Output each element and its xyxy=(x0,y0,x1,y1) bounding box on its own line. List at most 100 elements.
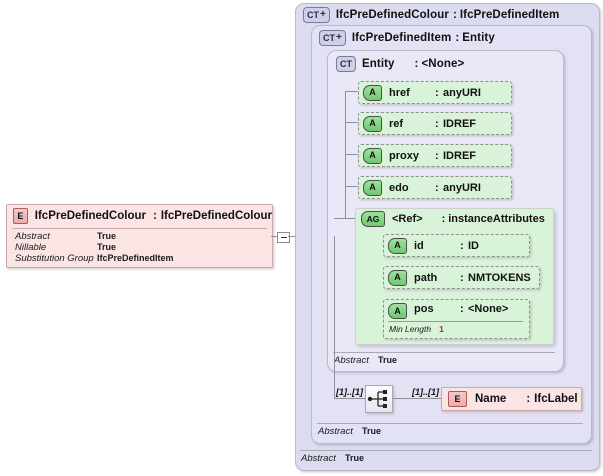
plus-icon: + xyxy=(336,32,342,43)
complextype-icon-label: CT xyxy=(340,58,352,69)
left-element-separator: : xyxy=(152,210,157,222)
facet-row: Min Length 1 xyxy=(389,324,444,334)
attribute-name: href xyxy=(389,86,410,99)
attribute-type: IDREF xyxy=(443,117,476,130)
child-element-type: IfcLabel xyxy=(534,393,578,405)
child-element-name: Name xyxy=(475,393,507,405)
property-value: True xyxy=(97,231,117,241)
element-icon: E xyxy=(448,391,467,407)
attribute-type: IDREF xyxy=(443,149,476,162)
panel-middle-footer-separator xyxy=(317,423,583,424)
left-element-property-row: Abstract True xyxy=(15,231,116,242)
attribute-box-path[interactable]: A path : NMTOKENS xyxy=(383,266,540,289)
complextype-icon[interactable]: CT xyxy=(336,56,356,72)
child-element-box[interactable]: E Name : IfcLabel xyxy=(441,387,582,411)
footer-value: True xyxy=(345,453,365,463)
attribute-group-header: AG <Ref> : instanceAttributes xyxy=(361,211,545,227)
footer-value: True xyxy=(362,426,382,436)
attribute-type: <None> xyxy=(468,303,509,315)
attribute-group-type: instanceAttributes xyxy=(448,213,545,225)
attribute-icon: A xyxy=(388,269,407,286)
panel-outer-name: IfcPreDefinedColour xyxy=(335,9,449,21)
panel-outer-footer: Abstract True xyxy=(301,453,364,464)
facet-value: 1 xyxy=(439,324,444,334)
panel-inner-footer-separator xyxy=(333,352,555,353)
tree-branch-ref xyxy=(345,122,358,123)
attribute-box-proxy[interactable]: A proxy : IDREF xyxy=(358,144,512,167)
attribute-name: proxy xyxy=(389,149,419,162)
attribute-group-name: <Ref> xyxy=(392,213,423,225)
attribute-separator: : xyxy=(435,117,439,130)
attribute-name: edo xyxy=(389,181,409,194)
sequence-compositor-icon[interactable] xyxy=(365,385,393,413)
complextype-icon-label: CT xyxy=(307,9,319,20)
attribute-icon: A xyxy=(363,179,382,196)
footer-value: True xyxy=(378,355,398,365)
attribute-separator: : xyxy=(435,149,439,162)
attribute-name: pos xyxy=(414,303,434,315)
facet-separator xyxy=(388,321,523,322)
attribute-name: id xyxy=(414,239,424,252)
element-icon: E xyxy=(13,208,28,224)
attribute-type: NMTOKENS xyxy=(468,271,531,284)
attribute-separator: : xyxy=(435,86,439,99)
connector-line-left xyxy=(271,236,278,237)
footer-key: Abstract xyxy=(318,426,353,437)
footer-key: Abstract xyxy=(334,355,369,366)
attribute-icon: A xyxy=(388,237,407,254)
attribute-icon: A xyxy=(363,115,382,132)
sequence-icon-glyph xyxy=(367,390,387,408)
property-key: Nillable xyxy=(15,242,47,253)
panel-middle-type: Entity xyxy=(462,32,495,44)
attribute-icon: A xyxy=(363,147,382,164)
left-element-box[interactable]: E IfcPreDefinedColour : IfcPreDefinedCol… xyxy=(6,204,273,268)
panel-outer-type: IfcPreDefinedItem xyxy=(459,9,560,21)
attribute-separator: : xyxy=(460,239,464,252)
panel-middle-header: CT+ IfcPreDefinedItem : Entity xyxy=(319,30,495,46)
plus-icon: + xyxy=(320,9,326,20)
attribute-group-icon: AG xyxy=(361,211,385,227)
tree-trunk-outer xyxy=(334,236,335,398)
property-value: IfcPreDefinedItem xyxy=(97,253,174,263)
panel-outer-footer-separator xyxy=(300,450,592,451)
panel-inner-name: Entity xyxy=(362,58,395,70)
attribute-name: path xyxy=(414,271,438,284)
child-element-separator: : xyxy=(526,393,531,405)
left-element-name: IfcPreDefinedColour xyxy=(34,210,146,222)
tree-branch-edo xyxy=(345,186,358,187)
left-element-property-row: Nillable True xyxy=(15,242,116,253)
attribute-box-ref[interactable]: A ref : IDREF xyxy=(358,112,512,135)
attribute-name: ref xyxy=(389,117,404,130)
cardinality-left: [1]..[1] xyxy=(336,387,363,397)
panel-middle-name: IfcPreDefinedItem xyxy=(351,32,452,44)
minus-expander-icon[interactable] xyxy=(277,232,290,243)
attribute-box-pos[interactable]: A pos : <None> Min Length 1 xyxy=(383,299,530,339)
facet-key: Min Length xyxy=(389,324,432,334)
panel-outer-header: CT+ IfcPreDefinedColour : IfcPreDefinedI… xyxy=(303,7,559,23)
complextype-expanded-icon[interactable]: CT+ xyxy=(319,30,346,46)
panel-middle-footer: Abstract True xyxy=(318,426,381,437)
attribute-type: anyURI xyxy=(443,86,481,99)
panel-middle-separator: : xyxy=(455,32,460,44)
panel-inner-separator: : xyxy=(414,58,419,70)
tree-branch-sequence xyxy=(334,398,365,399)
property-key: Substitution Group xyxy=(15,253,94,264)
property-value: True xyxy=(97,242,117,252)
attribute-box-href[interactable]: A href : anyURI xyxy=(358,81,512,104)
panel-inner-footer: Abstract True xyxy=(334,355,397,366)
panel-inner-header: CT Entity : <None> xyxy=(336,56,464,72)
attribute-box-id[interactable]: A id : ID xyxy=(383,234,530,257)
attribute-group-separator: : xyxy=(441,213,446,225)
attribute-separator: : xyxy=(460,303,464,315)
panel-outer-separator: : xyxy=(452,9,457,21)
complextype-expanded-icon[interactable]: CT+ xyxy=(303,7,330,23)
attribute-type: anyURI xyxy=(443,181,481,194)
attribute-box-edo[interactable]: A edo : anyURI xyxy=(358,176,512,199)
left-element-type: IfcPreDefinedColour xyxy=(160,210,272,222)
tree-branch-href xyxy=(345,91,358,92)
panel-inner-type: <None> xyxy=(421,58,465,70)
cardinality-right: [1]..[1] xyxy=(412,387,439,397)
attribute-icon: A xyxy=(388,303,407,319)
attribute-icon: A xyxy=(363,84,382,101)
attribute-separator: : xyxy=(435,181,439,194)
